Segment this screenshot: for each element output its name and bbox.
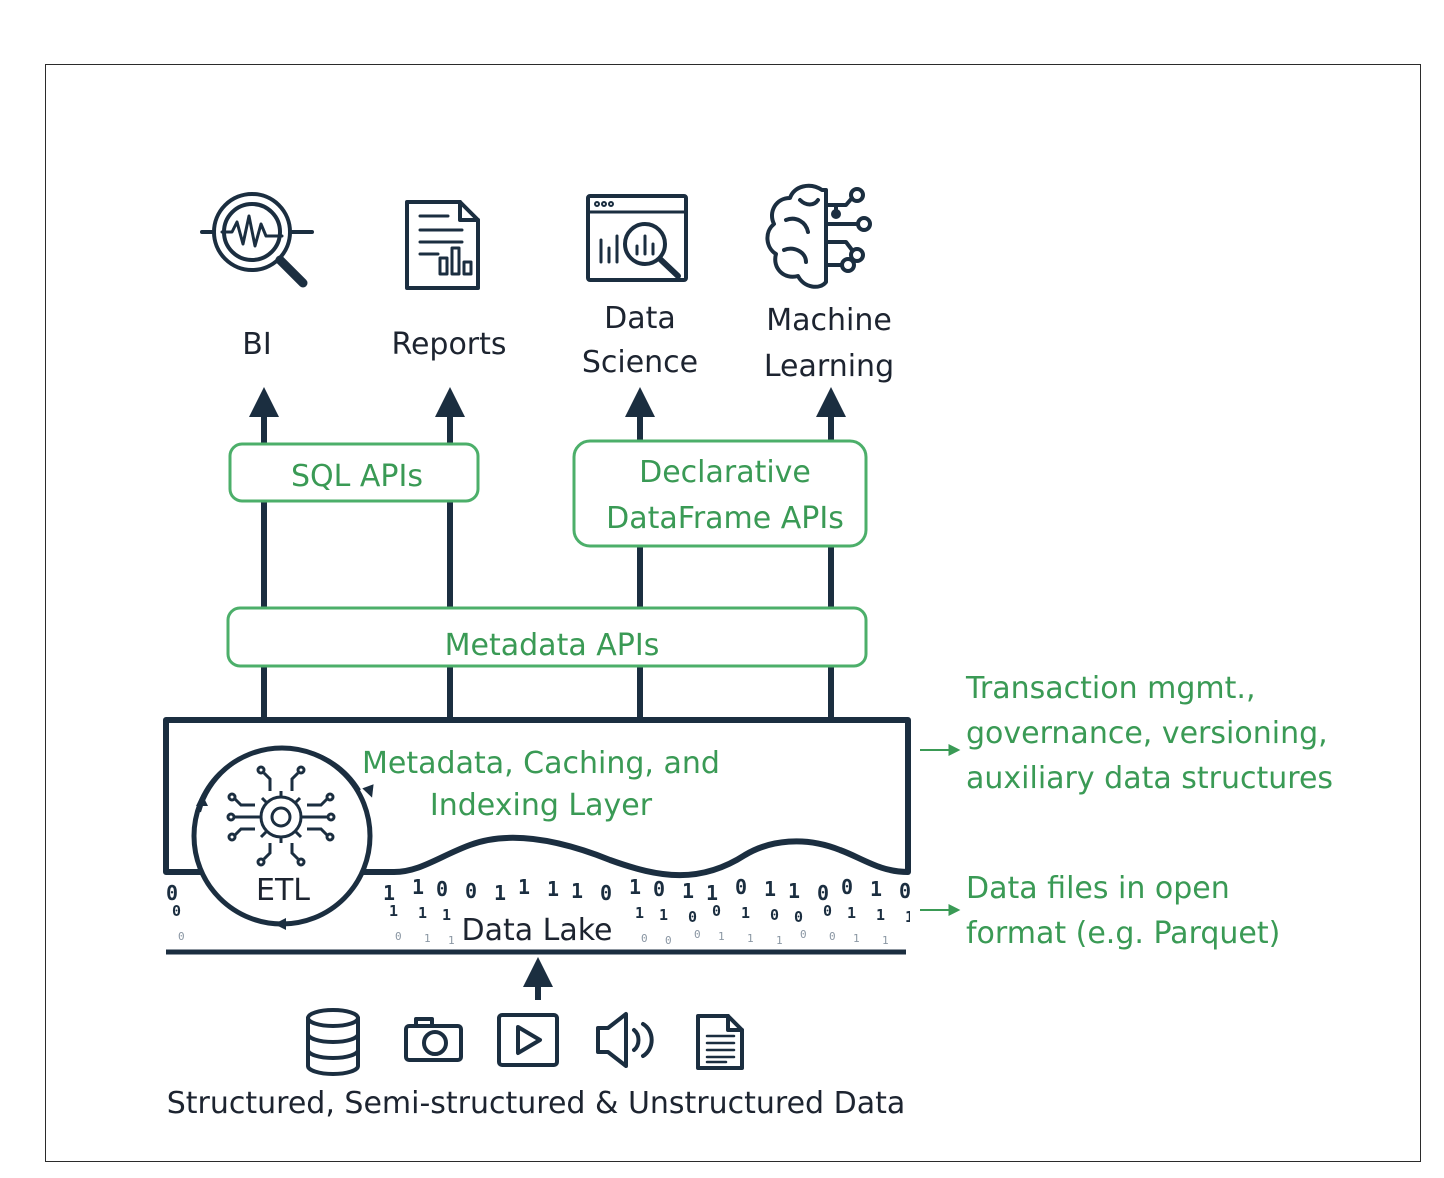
transaction-note-line1: Transaction mgmt., [965, 671, 1255, 706]
bi-label: BI [242, 327, 271, 362]
etl-label: ETL [256, 873, 310, 908]
binary-digit: 1 [876, 906, 885, 924]
binary-digit: 1 [518, 875, 530, 899]
brain-icon [765, 183, 872, 289]
files-note-line1: Data files in open [966, 871, 1230, 906]
dataframe-apis-box: Declarative DataFrame APIs [572, 439, 868, 548]
metadata-apis-label: Metadata APIs [445, 628, 660, 663]
binary-digit: 0 [817, 881, 829, 905]
binary-digit: 1 [741, 904, 750, 922]
sql-apis-label: SQL APIs [291, 459, 423, 494]
metadata-apis-box: Metadata APIs [226, 606, 868, 668]
binary-digit: 1 [682, 879, 694, 903]
binary-digit: 1 [764, 877, 776, 901]
binary-digit: 1 [911, 928, 918, 941]
binary-digit: 0 [172, 902, 181, 920]
binary-digit: 1 [659, 906, 668, 924]
binary-digit: 0 [688, 908, 697, 926]
binary-digit: 0 [841, 875, 853, 899]
database-icon [306, 1008, 360, 1076]
binary-digit: 1 [776, 934, 783, 947]
binary-digit: 0 [800, 928, 807, 941]
binary-digit: 1 [389, 902, 398, 920]
binary-digit: 0 [653, 877, 665, 901]
binary-digit: 0 [436, 877, 448, 901]
binary-digit: 1 [629, 875, 641, 899]
binary-digit: 0 [829, 930, 836, 943]
metadata-layer-title-line1: Metadata, Caching, and [362, 746, 720, 781]
binary-digit: 0 [712, 902, 721, 920]
binary-digit: 0 [178, 930, 185, 943]
binary-digit: 1 [448, 934, 455, 947]
binary-digit: 1 [853, 932, 860, 945]
binary-digit: 0 [395, 930, 402, 943]
binary-digit: 1 [788, 879, 800, 903]
binary-digit: 1 [905, 908, 914, 926]
data-science-label-line2: Science [582, 345, 698, 380]
binary-digit: 0 [665, 934, 672, 947]
sources-caption: Structured, Semi-structured & Unstructur… [167, 1086, 906, 1121]
camera-icon [404, 1017, 463, 1062]
transaction-note-line3: auxiliary data structures [966, 761, 1333, 796]
dataframe-apis-label-line2: DataFrame APIs [606, 501, 844, 536]
document-icon [696, 1014, 744, 1070]
binary-digit: 0 [166, 881, 178, 905]
binary-digit: 1 [635, 904, 644, 922]
binary-digit: 1 [870, 877, 882, 901]
binary-digit: 0 [694, 928, 701, 941]
binary-digit: 0 [600, 881, 612, 905]
files-note-line2: format (e.g. Parquet) [966, 916, 1280, 951]
binary-digit: 1 [847, 904, 856, 922]
data-science-label-line1: Data [604, 301, 676, 336]
report-icon [405, 200, 480, 290]
binary-digit: 1 [494, 881, 506, 905]
binary-digit: 1 [706, 881, 718, 905]
audio-icon [596, 1012, 654, 1068]
video-icon [497, 1013, 559, 1067]
transaction-note: Transaction mgmt., governance, versionin… [920, 671, 1333, 796]
metadata-layer-title-line2: Indexing Layer [430, 788, 653, 823]
binary-digit: 0 [770, 906, 779, 924]
binary-digit: 1 [412, 875, 424, 899]
binary-digit: 1 [547, 877, 559, 901]
binary-digit: 1 [882, 934, 889, 947]
dataframe-apis-label-line1: Declarative [639, 455, 811, 490]
gear-icon [226, 765, 336, 867]
binary-digit: 0 [735, 875, 747, 899]
machine-learning-label-line1: Machine [766, 303, 892, 338]
binary-digit: 1 [718, 930, 725, 943]
reports-label: Reports [391, 327, 506, 362]
etl-cycle: ETL [191, 745, 374, 930]
binary-digit: 1 [424, 932, 431, 945]
binary-digit: 1 [383, 881, 395, 905]
binary-digit: 1 [442, 906, 451, 924]
binary-digit: 0 [823, 902, 832, 920]
machine-learning-label-line2: Learning [764, 349, 894, 384]
bi-icon [200, 192, 314, 288]
binary-digit: 1 [571, 879, 583, 903]
sql-apis-box: SQL APIs [228, 442, 480, 503]
binary-digit: 0 [465, 879, 477, 903]
data-science-icon [586, 194, 688, 282]
files-note: Data files in open format (e.g. Parquet) [920, 871, 1280, 951]
binary-digit: 1 [418, 904, 427, 922]
binary-digit: 0 [899, 879, 911, 903]
data-lake-label: Data Lake [461, 913, 612, 948]
binary-digit: 0 [794, 908, 803, 926]
binary-digit: 1 [747, 932, 754, 945]
transaction-note-line2: governance, versioning, [966, 716, 1328, 751]
diagram-frame [45, 64, 1421, 1162]
binary-digit: 0 [641, 932, 648, 945]
